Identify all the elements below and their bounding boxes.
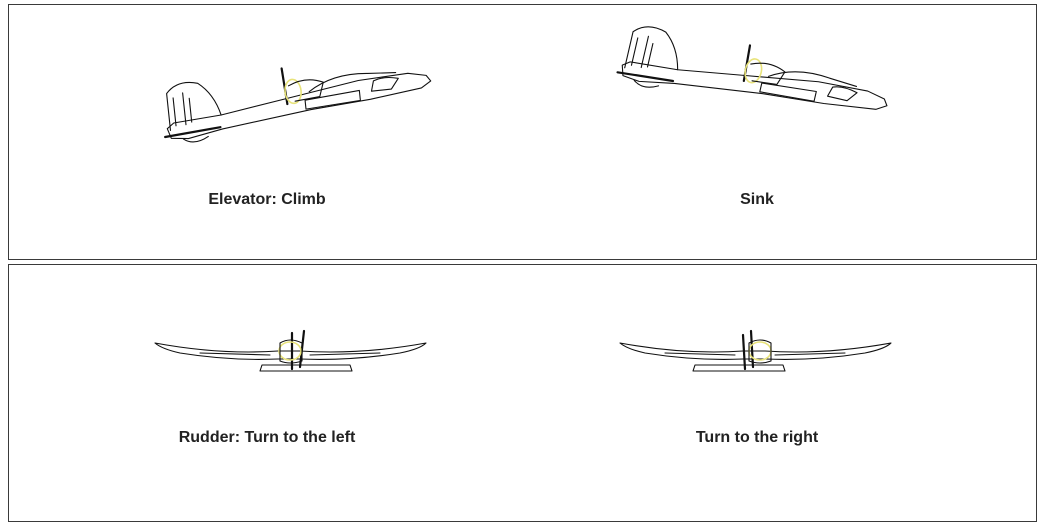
rudder-panel	[8, 264, 1037, 522]
caption-rudder-turn-right: Turn to the right	[695, 429, 819, 446]
caption-elevator-climb: Elevator: Climb	[208, 191, 326, 208]
plane-front-turn-right-illustration	[619, 329, 892, 372]
caption-rudder-turn-left: Rudder: Turn to the left	[178, 429, 356, 446]
caption-elevator-sink: Sink	[740, 191, 774, 208]
elevator-panel	[8, 4, 1037, 260]
plane-side-sink-illustration	[616, 26, 888, 110]
plane-side-climb-illustration	[164, 67, 432, 143]
plane-front-turn-left-illustration	[154, 329, 427, 372]
